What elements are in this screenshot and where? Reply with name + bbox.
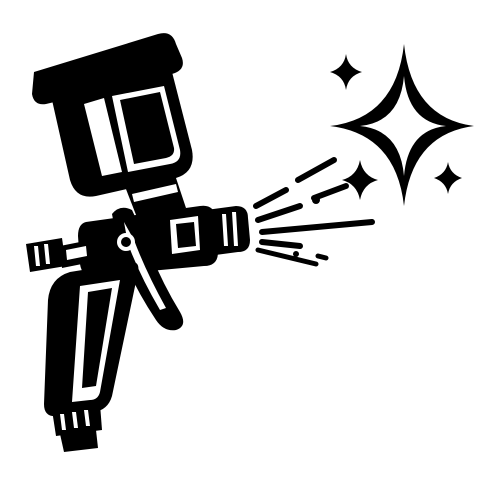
sparkle-icon-medium — [342, 160, 378, 200]
sparkle-icon-small-right — [434, 162, 462, 194]
spray-streak — [253, 187, 289, 209]
spray-streak — [315, 253, 329, 261]
spray-gun-trigger — [112, 207, 184, 331]
gun-nozzle-head — [206, 206, 250, 256]
sparkles — [330, 44, 474, 206]
rear-knob-ridges — [34, 244, 50, 266]
paint-cup-inner-shade — [120, 92, 175, 164]
paint-cup-lid — [32, 33, 183, 105]
paint-cup-collar-ring — [132, 184, 178, 202]
spray-gun-body — [26, 205, 250, 277]
spray-streak — [259, 239, 303, 249]
paint-cup — [32, 33, 193, 220]
spray-droplets — [293, 196, 320, 257]
spray-streak — [255, 203, 303, 223]
handle-grip-inner — [82, 288, 112, 388]
spray-streak — [255, 247, 319, 267]
paint-cup-highlight — [84, 98, 122, 176]
gun-nozzle-ridges — [222, 212, 238, 246]
spray-gun-handle — [44, 262, 139, 452]
sparkle-icon-large-inner — [360, 76, 446, 176]
sparkle-icon-small — [330, 54, 362, 90]
trigger-pivot-center — [121, 237, 131, 247]
air-inlet-ridges — [60, 410, 90, 430]
spray-streak — [259, 219, 375, 235]
rear-stem-highlight — [66, 246, 87, 260]
gun-body-highlight-inner — [176, 222, 196, 248]
spray-streak — [311, 183, 349, 201]
spray-streak — [295, 157, 337, 183]
air-inlet-tip — [60, 430, 98, 452]
spray-droplet — [293, 251, 299, 257]
spray-mist — [253, 157, 375, 267]
spray-droplet — [312, 196, 320, 204]
